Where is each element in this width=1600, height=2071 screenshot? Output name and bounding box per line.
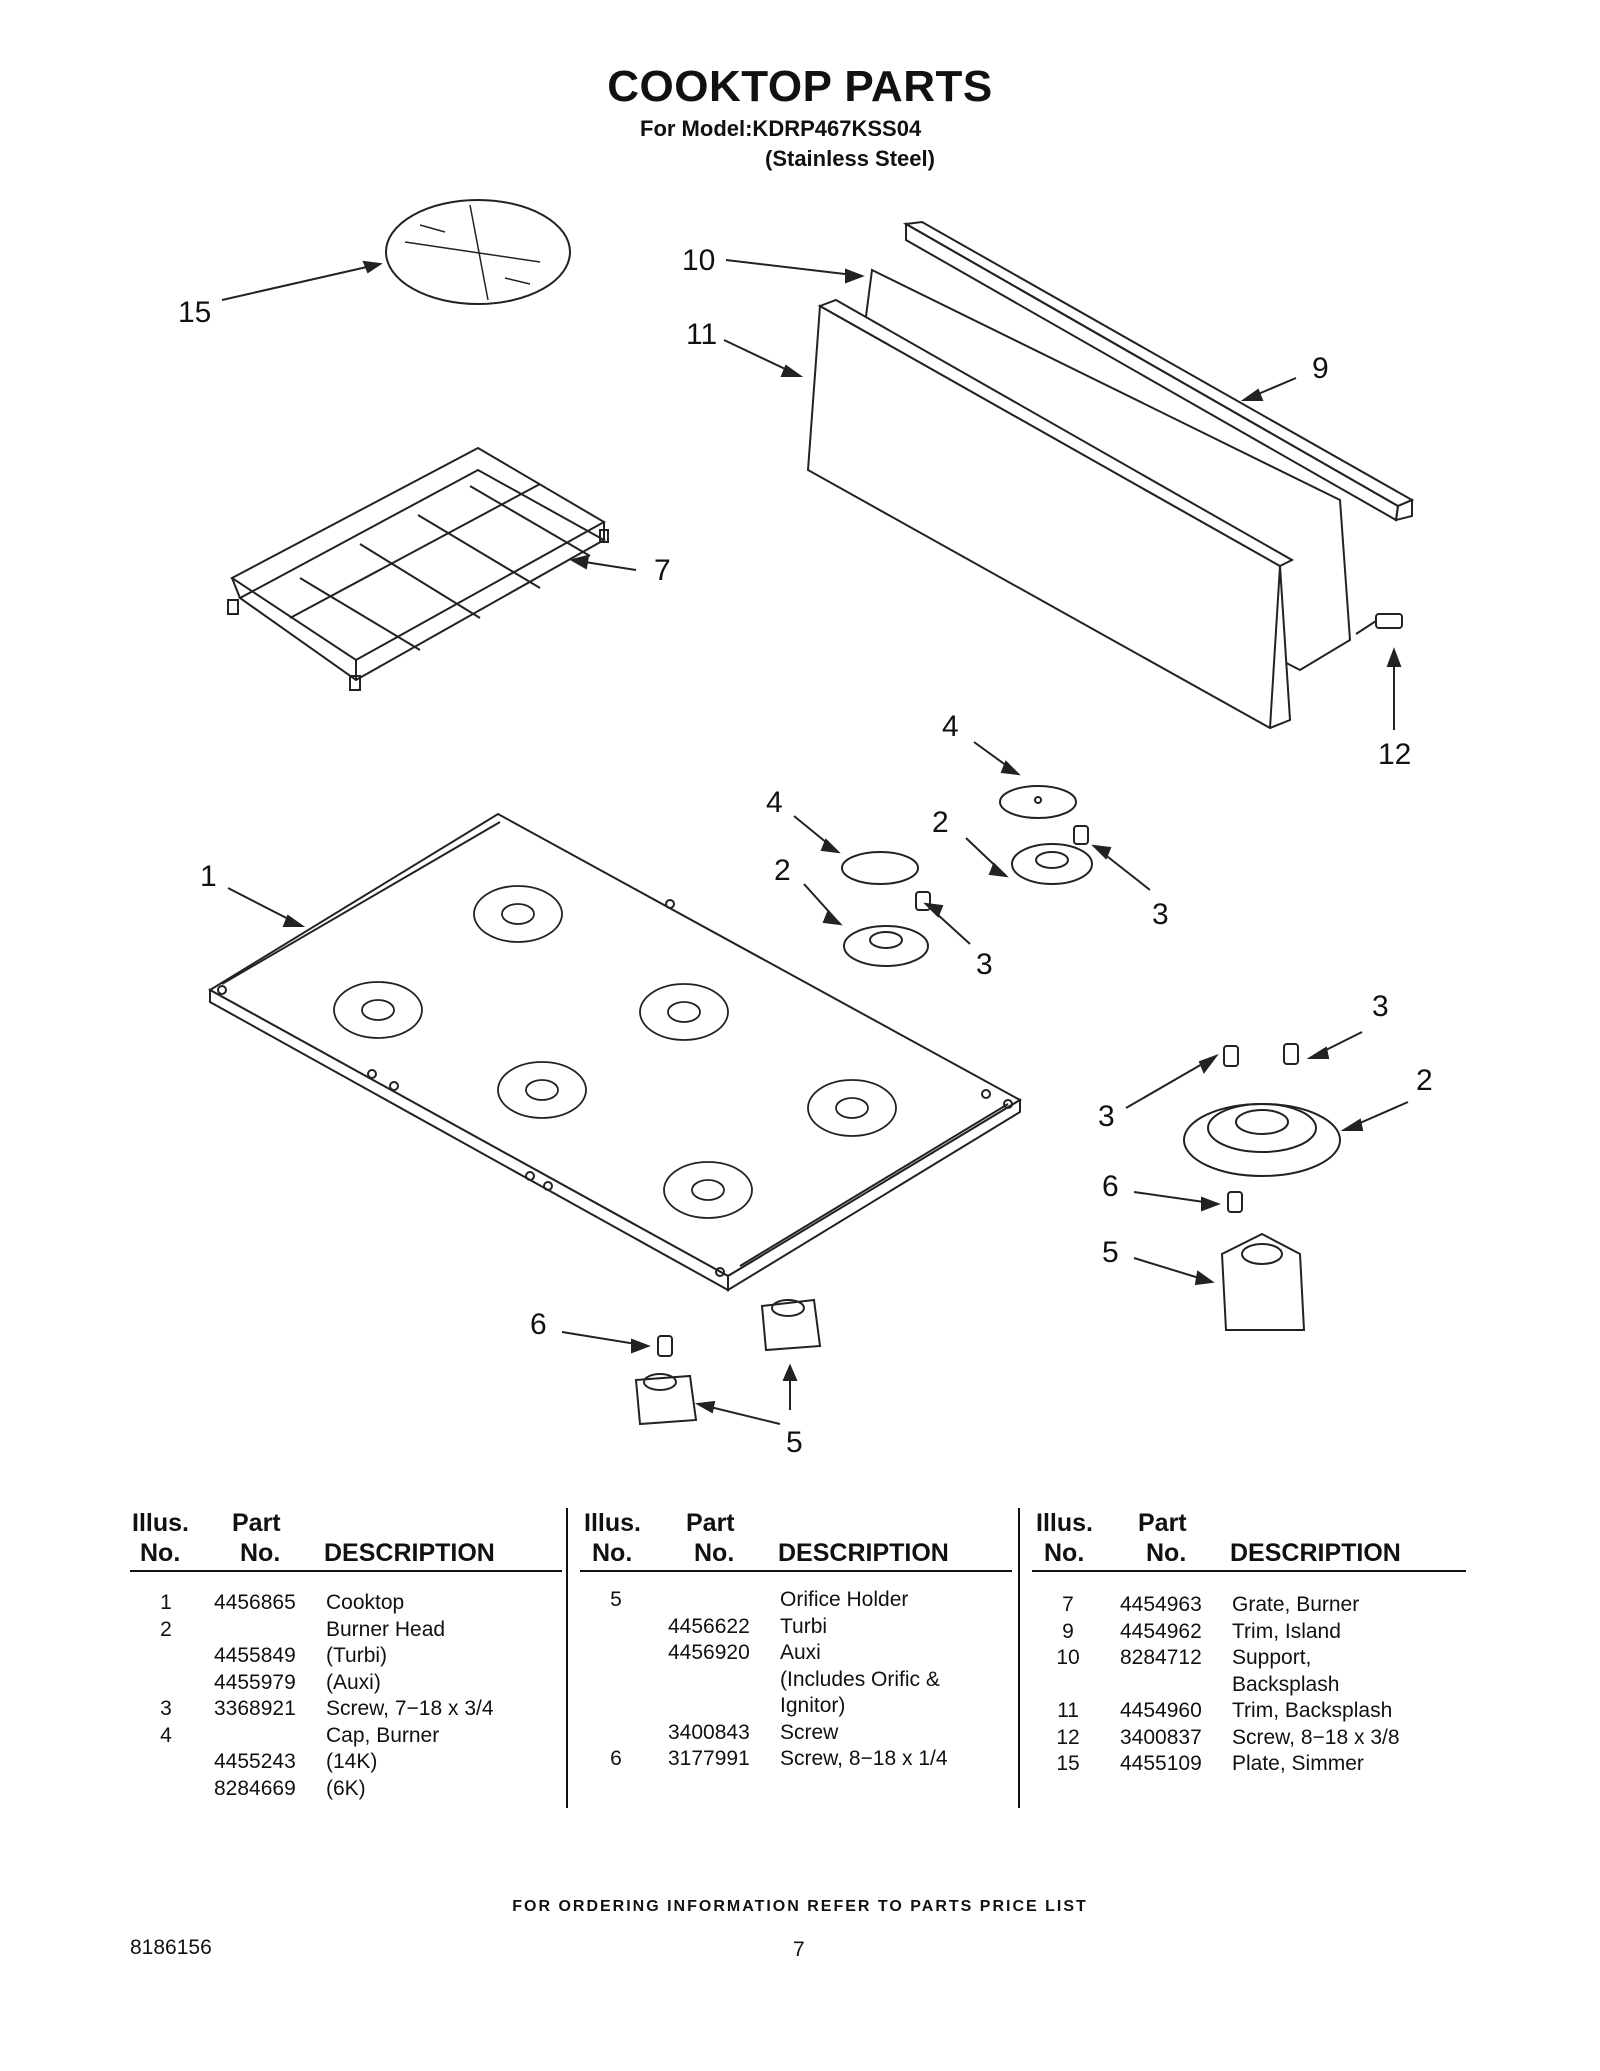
callout-11: 11 — [686, 318, 717, 351]
large-burner-assembly-drawing — [1183, 1043, 1341, 1331]
header-illus: Illus. No. — [1036, 1509, 1093, 1567]
header-description: DESCRIPTION — [1230, 1539, 1401, 1567]
page-title: COOKTOP PARTS — [607, 62, 993, 111]
header-illus: Illus. No. — [584, 1509, 641, 1567]
page-number: 7 — [793, 1938, 805, 1961]
callout-15: 15 — [178, 296, 211, 329]
callout-7: 7 — [654, 554, 671, 587]
island-trim-drawing — [902, 220, 1415, 522]
column-divider — [1018, 1508, 1020, 1808]
simmer-plate-drawing — [385, 199, 571, 305]
cooktop-drawing — [208, 812, 1023, 1292]
callout-2-large: 2 — [1416, 1064, 1433, 1097]
callout-12: 12 — [1378, 738, 1411, 771]
callout-9: 9 — [1312, 352, 1329, 385]
backsplash-trim-drawing — [806, 298, 1295, 730]
callout-4-right: 4 — [942, 710, 959, 743]
header-part: Part No. — [232, 1509, 281, 1567]
callout-3-upper: 3 — [1152, 898, 1169, 931]
callout-5-bottom: 5 — [786, 1426, 803, 1459]
callout-3-right: 3 — [1372, 990, 1389, 1023]
header-description: DESCRIPTION — [778, 1539, 949, 1567]
callout-3-left: 3 — [1098, 1100, 1115, 1133]
header-rule — [130, 1570, 562, 1572]
callout-5-right: 5 — [1102, 1236, 1119, 1269]
callout-2-right: 2 — [932, 806, 949, 839]
leader-lines — [221, 259, 1409, 1425]
screw-12-drawing — [1355, 613, 1403, 635]
model-line: For Model:KDRP467KSS04 — [640, 116, 922, 141]
header-rule — [580, 1570, 1012, 1572]
orifice-holders-drawing — [634, 1298, 822, 1426]
callout-6-left: 6 — [530, 1308, 547, 1341]
callout-6-right: 6 — [1102, 1170, 1119, 1203]
callout-10: 10 — [682, 244, 715, 277]
ordering-note: FOR ORDERING INFORMATION REFER TO PARTS … — [512, 1898, 1088, 1915]
header-illus: Illus. No. — [132, 1509, 189, 1567]
callout-4-left: 4 — [766, 786, 783, 819]
finish-line: (Stainless Steel) — [765, 146, 935, 171]
callout-1: 1 — [200, 860, 217, 893]
header-part: Part No. — [686, 1509, 735, 1567]
callout-2-left: 2 — [774, 854, 791, 887]
burner-grate-drawing — [227, 446, 609, 691]
header-part: Part No. — [1138, 1509, 1187, 1567]
header-rule — [1032, 1570, 1466, 1572]
column-divider — [566, 1508, 568, 1808]
small-burner-assemblies-drawing — [841, 785, 1093, 967]
header-description: DESCRIPTION — [324, 1539, 495, 1567]
callout-3-middle: 3 — [976, 948, 993, 981]
document-number: 8186156 — [130, 1936, 212, 1959]
exploded-parts-diagram: 15 10 11 9 7 12 4 4 2 2 1 3 3 3 3 2 6 5 … — [178, 199, 1433, 1459]
